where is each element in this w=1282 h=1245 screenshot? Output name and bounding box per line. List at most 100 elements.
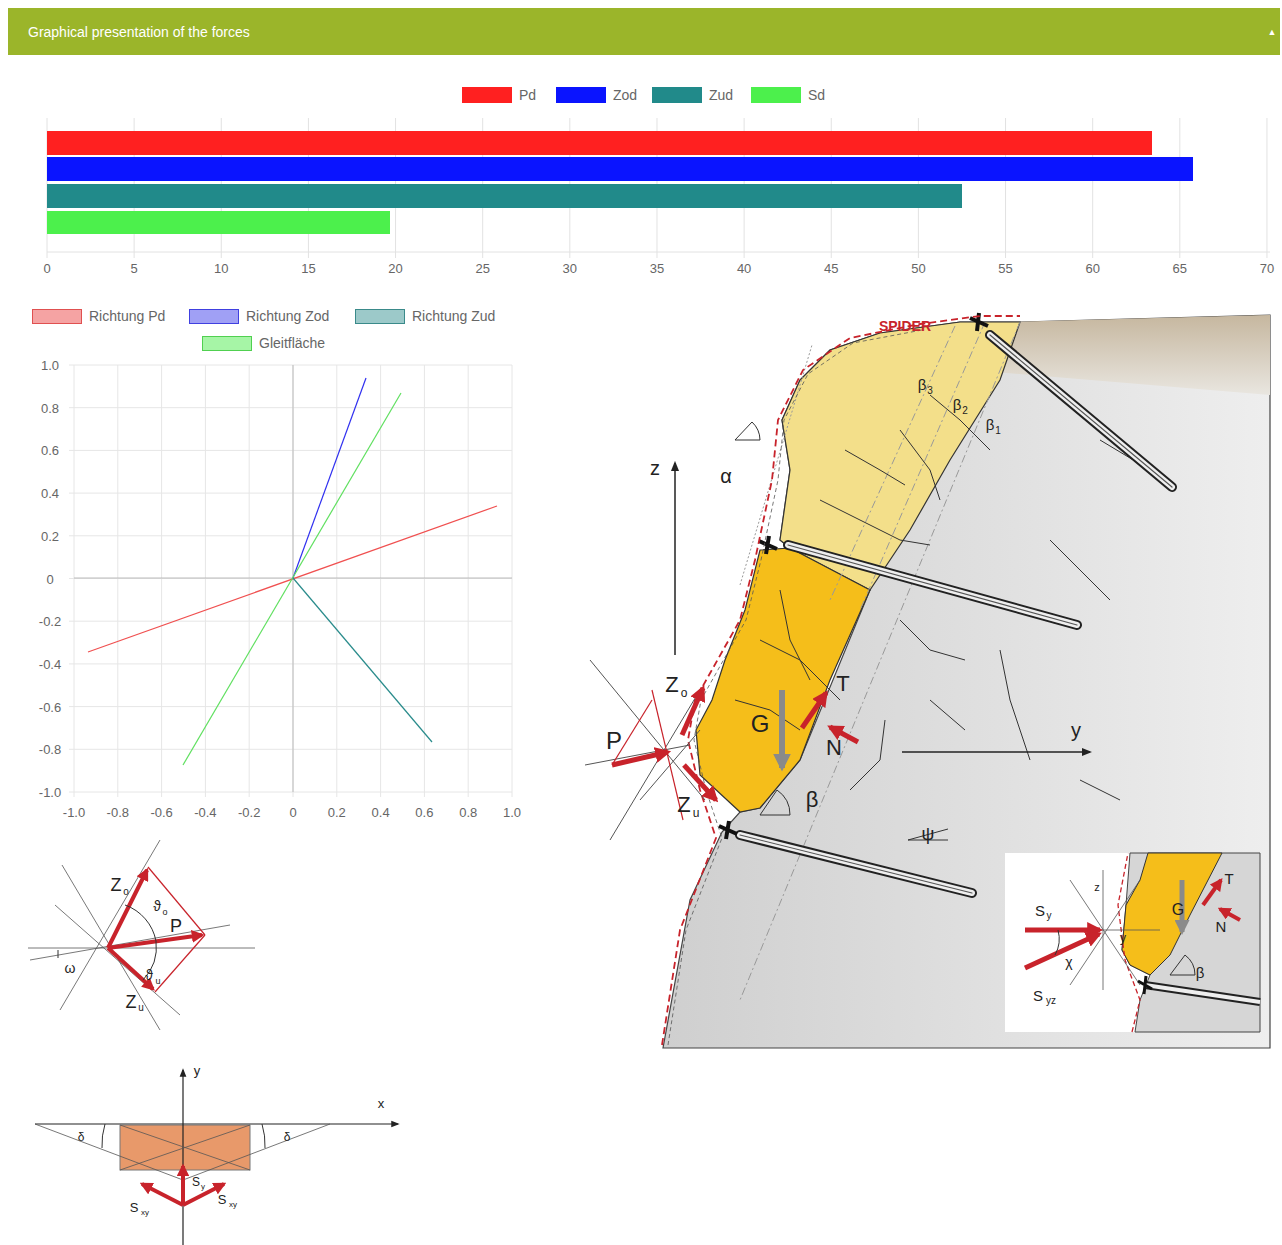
subscript: y bbox=[201, 1183, 205, 1191]
angle-label: β bbox=[806, 789, 819, 811]
legend-swatch bbox=[189, 309, 239, 324]
legend-swatch bbox=[556, 87, 606, 103]
subscript: o bbox=[123, 887, 129, 897]
panel-title: Graphical presentation of the forces bbox=[28, 25, 250, 39]
axis-tick: -0.8 bbox=[39, 743, 61, 756]
axis-tick: -0.2 bbox=[39, 615, 61, 628]
grid-line bbox=[47, 252, 1270, 253]
force-label: S bbox=[192, 1176, 200, 1188]
grid-line bbox=[69, 365, 512, 366]
axis-tick: -0.4 bbox=[39, 657, 61, 670]
grid-line bbox=[69, 663, 512, 664]
grid-line bbox=[1179, 118, 1180, 258]
axis-tick: -1.0 bbox=[63, 806, 85, 819]
grid-line bbox=[69, 493, 512, 494]
angle-label: χ bbox=[1065, 955, 1072, 969]
legend-text: Richtung Zod bbox=[246, 309, 329, 323]
force-label: N bbox=[1216, 919, 1227, 934]
legend-swatch bbox=[202, 336, 252, 351]
grid-line bbox=[161, 365, 162, 797]
force-label: Z bbox=[111, 876, 122, 894]
angle-label: δ bbox=[78, 1131, 85, 1143]
axis-tick: 0 bbox=[289, 806, 296, 819]
force-label: S bbox=[1035, 903, 1045, 918]
axis-tick: 35 bbox=[650, 262, 664, 275]
legend-swatch bbox=[462, 87, 512, 103]
axis-label: y bbox=[194, 1064, 201, 1077]
angle-label: ϑ bbox=[153, 899, 161, 913]
axis-tick: 70 bbox=[1260, 262, 1274, 275]
axis-label: y bbox=[1120, 932, 1126, 944]
collapse-icon: ▲ bbox=[1268, 28, 1277, 37]
grid-line bbox=[249, 365, 250, 797]
legend-text: Richtung Zud bbox=[412, 309, 495, 323]
axis-label: z bbox=[1094, 882, 1100, 893]
axis-tick: -0.6 bbox=[150, 806, 172, 819]
subscript: yz bbox=[1046, 996, 1056, 1006]
axis-tick: 40 bbox=[737, 262, 751, 275]
axis-tick: 0.2 bbox=[328, 806, 346, 819]
plane-label: β bbox=[986, 417, 995, 432]
axis-tick: 0.8 bbox=[459, 806, 477, 819]
legend-text: Zud bbox=[709, 88, 733, 102]
axis-tick: 0 bbox=[46, 572, 53, 585]
angle-label: ψ bbox=[922, 825, 935, 843]
axis-tick: 60 bbox=[1085, 262, 1099, 275]
grid-line bbox=[69, 792, 512, 793]
axis-tick: 1.0 bbox=[41, 359, 59, 372]
axis-label: z bbox=[650, 458, 660, 478]
legend-swatch bbox=[32, 309, 82, 324]
axis-tick: 15 bbox=[301, 262, 315, 275]
subscript: 1 bbox=[995, 426, 1001, 436]
subscript: u bbox=[693, 807, 700, 819]
force-label: G bbox=[751, 712, 770, 736]
grid-line bbox=[74, 365, 75, 797]
grid-line bbox=[117, 365, 118, 797]
subscript: o bbox=[162, 908, 167, 917]
angle-label: β bbox=[1196, 965, 1205, 980]
legend-swatch bbox=[751, 87, 801, 103]
grid-line bbox=[380, 365, 381, 797]
force-label: S bbox=[130, 1201, 139, 1214]
axis-tick: -0.2 bbox=[238, 806, 260, 819]
axis-tick: 55 bbox=[998, 262, 1012, 275]
legend-text: Sd bbox=[808, 88, 825, 102]
legend-swatch bbox=[652, 87, 702, 103]
force-label: T bbox=[1224, 871, 1233, 886]
legend-text: Richtung Pd bbox=[89, 309, 165, 323]
axis-tick: 0.6 bbox=[415, 806, 433, 819]
legend-text: Gleitfläche bbox=[259, 336, 325, 350]
force-label: P bbox=[170, 917, 182, 935]
grid-line bbox=[512, 365, 513, 797]
subscript: 3 bbox=[927, 386, 933, 396]
axis-tick: -0.6 bbox=[39, 700, 61, 713]
axis-tick: 0.6 bbox=[41, 444, 59, 457]
grid-line bbox=[69, 450, 512, 451]
grid-line bbox=[69, 621, 512, 622]
subscript: o bbox=[681, 687, 688, 699]
angle-label: δ bbox=[284, 1131, 291, 1143]
axis-tick: 50 bbox=[911, 262, 925, 275]
plane-label: β bbox=[918, 377, 927, 392]
axis-tick: 0.4 bbox=[372, 806, 390, 819]
force-label: P bbox=[606, 729, 622, 753]
grid-line bbox=[205, 365, 206, 797]
axis-tick: 20 bbox=[388, 262, 402, 275]
axis-tick: 45 bbox=[824, 262, 838, 275]
force-label: G bbox=[1172, 902, 1184, 918]
grid-line bbox=[69, 749, 512, 750]
spider-label: SPIDER bbox=[879, 319, 931, 333]
angle-label: α bbox=[720, 466, 732, 486]
axis-tick: 0.2 bbox=[41, 529, 59, 542]
force-label: Z bbox=[126, 993, 137, 1011]
axis-tick: 1.0 bbox=[503, 806, 521, 819]
legend-text: Zod bbox=[613, 88, 637, 102]
legend-text: Pd bbox=[519, 88, 536, 102]
angle-label: ω bbox=[65, 961, 76, 975]
subscript: xy bbox=[141, 1209, 149, 1217]
subscript: u bbox=[138, 1003, 144, 1013]
grid-line bbox=[69, 578, 512, 579]
subscript: y bbox=[1047, 911, 1052, 921]
force-label: S bbox=[218, 1193, 227, 1206]
axis-label: x bbox=[378, 1097, 385, 1110]
